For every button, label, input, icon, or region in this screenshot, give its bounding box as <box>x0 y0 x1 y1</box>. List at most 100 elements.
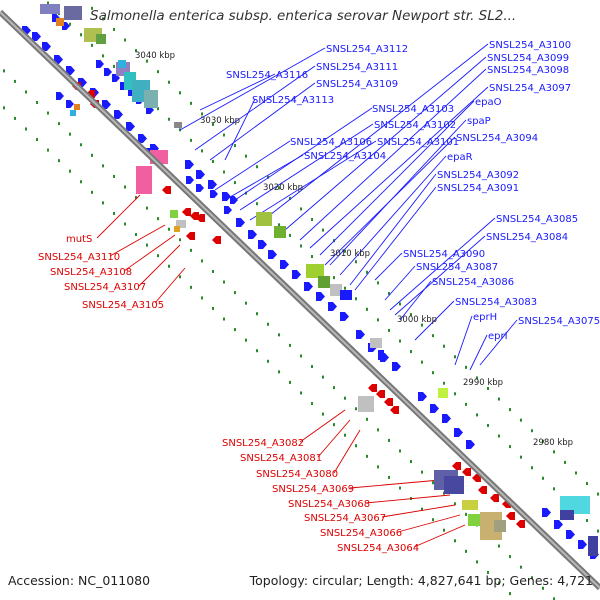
connector-line <box>138 244 181 287</box>
connector-line <box>179 47 326 131</box>
gene-label: SNSL254_A3082 <box>222 438 304 449</box>
tick-dot <box>355 260 357 264</box>
tick-dot <box>322 228 324 232</box>
tick-dot <box>223 133 225 137</box>
scale-label: 3030 kbp <box>200 116 240 126</box>
tick-dot <box>333 386 335 390</box>
tick-dot <box>278 370 280 374</box>
gene-label: SNSL254_A3101 <box>377 137 459 148</box>
gene-label: SNSL254_A3103 <box>372 104 454 115</box>
tick-dot <box>289 233 291 237</box>
gene-label: SNSL254_A3084 <box>486 232 568 243</box>
tick-dot <box>245 154 247 158</box>
tick-dot <box>410 313 412 317</box>
connector-line <box>414 300 455 341</box>
tick-dot <box>344 286 346 290</box>
tick-dot <box>487 423 489 427</box>
tick-dot <box>520 455 522 459</box>
feature-box <box>174 226 180 232</box>
forward-gene-arrow <box>328 302 337 311</box>
connector-line <box>389 217 496 311</box>
forward-gene-arrow <box>292 270 301 279</box>
tick-dot <box>3 69 5 73</box>
connector-line <box>224 98 256 161</box>
forward-gene-arrow <box>578 540 587 549</box>
tick-dot <box>465 365 467 369</box>
tick-dot <box>575 471 577 475</box>
tick-dot <box>432 334 434 338</box>
tick-dot <box>190 101 192 105</box>
tick-dot <box>289 343 291 347</box>
feature-box <box>176 220 186 228</box>
connector-line <box>299 409 346 443</box>
tick-dot <box>168 227 170 231</box>
tick-dot <box>454 539 456 543</box>
tick-dot <box>102 164 104 168</box>
tick-dot <box>201 259 203 263</box>
tick-dot <box>256 349 258 353</box>
tick-dot <box>113 27 115 31</box>
tick-dot <box>311 255 313 259</box>
gene-label: mutS <box>66 234 92 245</box>
forward-gene-arrow <box>185 160 194 169</box>
tick-dot <box>311 402 313 406</box>
tick-dot <box>91 190 93 194</box>
reverse-gene-arrow <box>376 390 385 398</box>
reverse-gene-arrow <box>472 474 481 482</box>
tick-dot <box>223 317 225 321</box>
forward-gene-arrow <box>304 282 313 291</box>
connector-line <box>224 154 304 201</box>
tick-dot <box>520 418 522 422</box>
gene-label: SNSL254_A3102 <box>374 120 456 131</box>
feature-box <box>118 60 126 68</box>
feature-box <box>64 6 82 20</box>
forward-gene-arrow <box>566 530 575 539</box>
tick-dot <box>322 412 324 416</box>
tick-dot <box>3 106 5 110</box>
tick-dot <box>432 518 434 522</box>
tick-dot <box>377 428 379 432</box>
gene-label: SNSL254_A3109 <box>316 79 398 90</box>
tick-dot <box>179 275 181 279</box>
connector-line <box>384 265 416 301</box>
feature-box <box>444 476 464 494</box>
reverse-gene-arrow <box>490 494 499 502</box>
tick-dot <box>157 70 159 74</box>
tick-dot <box>135 49 137 53</box>
reverse-gene-arrow <box>368 384 377 392</box>
feature-box <box>144 90 158 108</box>
forward-gene-arrow <box>430 404 439 413</box>
tick-dot <box>465 402 467 406</box>
connector-line <box>479 319 518 366</box>
tick-dot <box>25 127 27 131</box>
connector-line <box>324 136 456 266</box>
tick-dot <box>421 360 423 364</box>
tick-dot <box>564 460 566 464</box>
forward-gene-arrow <box>224 206 232 214</box>
connector-line <box>399 280 432 321</box>
tick-dot <box>124 222 126 226</box>
connector-line <box>239 123 374 211</box>
tick-dot <box>223 280 225 284</box>
tick-dot <box>146 59 148 63</box>
tick-dot <box>388 328 390 332</box>
scale-label: 2990 kbp <box>463 378 503 388</box>
tick-dot <box>498 397 500 401</box>
forward-gene-arrow <box>56 92 64 100</box>
forward-gene-arrow <box>196 184 204 192</box>
tick-dot <box>465 549 467 553</box>
tick-dot <box>157 254 159 258</box>
feature-box <box>96 34 106 44</box>
feature-box <box>378 350 384 360</box>
forward-gene-arrow <box>102 100 111 109</box>
tick-dot <box>311 218 313 222</box>
tick-dot <box>36 101 38 105</box>
tick-dot <box>212 122 214 126</box>
feature-box <box>494 520 506 532</box>
forward-gene-arrow <box>280 260 289 269</box>
gene-label: SNSL254_A3085 <box>496 214 578 225</box>
tick-dot <box>113 174 115 178</box>
tick-dot <box>454 502 456 506</box>
map-title: Salmonella enterica subsp. enterica sero… <box>90 8 517 24</box>
tick-dot <box>520 565 522 569</box>
